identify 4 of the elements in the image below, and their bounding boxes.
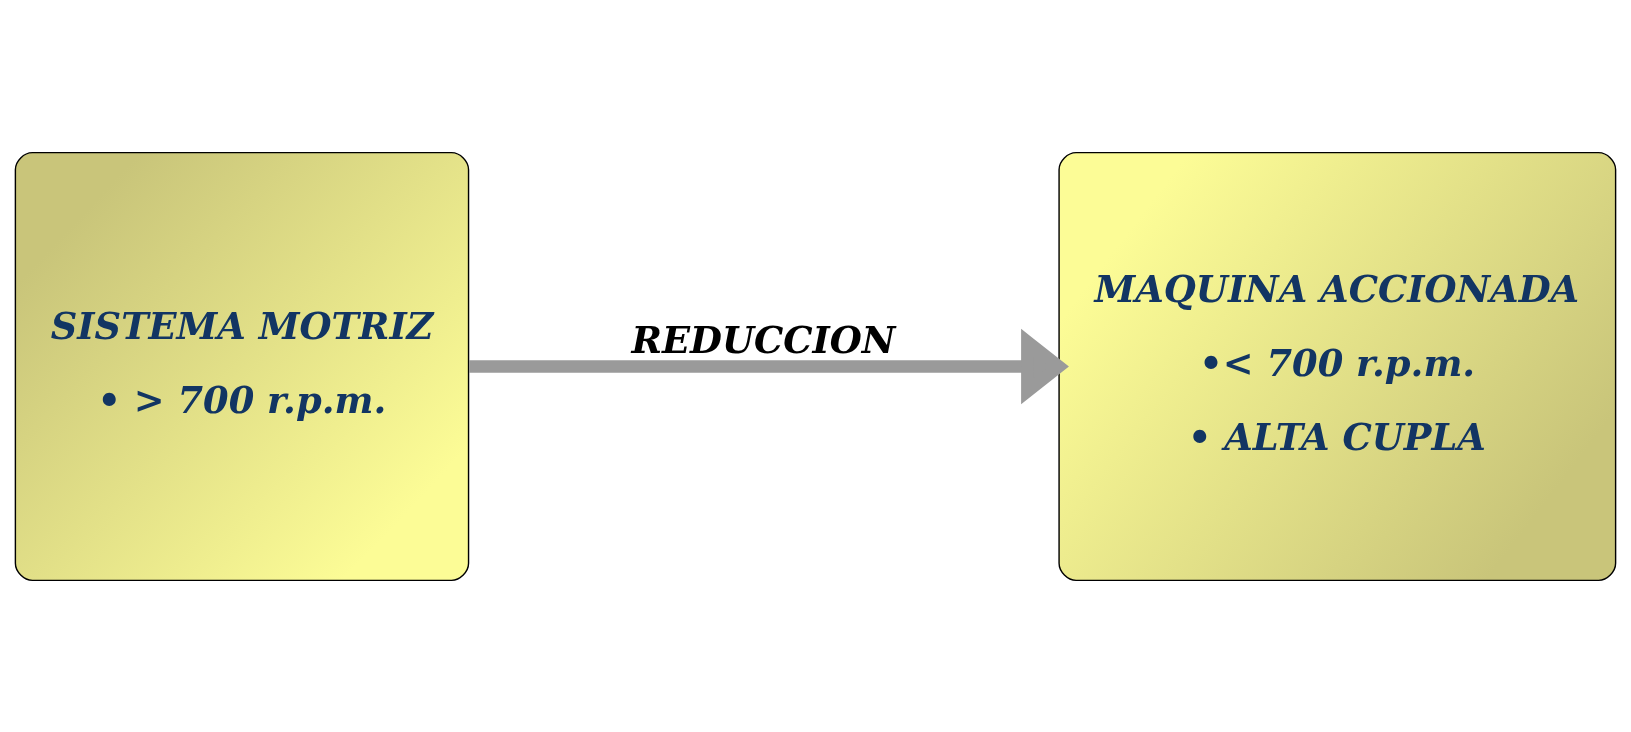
arrow: [469, 328, 1069, 404]
edge-label: REDUCCION: [631, 317, 896, 362]
node-box: SISTEMA MOTRIZ • > 700 r.p.m.: [14, 151, 470, 581]
node-box: MAQUINA ACCIONADA •< 700 r.p.m. • ALTA CUPLA: [1058, 151, 1617, 581]
